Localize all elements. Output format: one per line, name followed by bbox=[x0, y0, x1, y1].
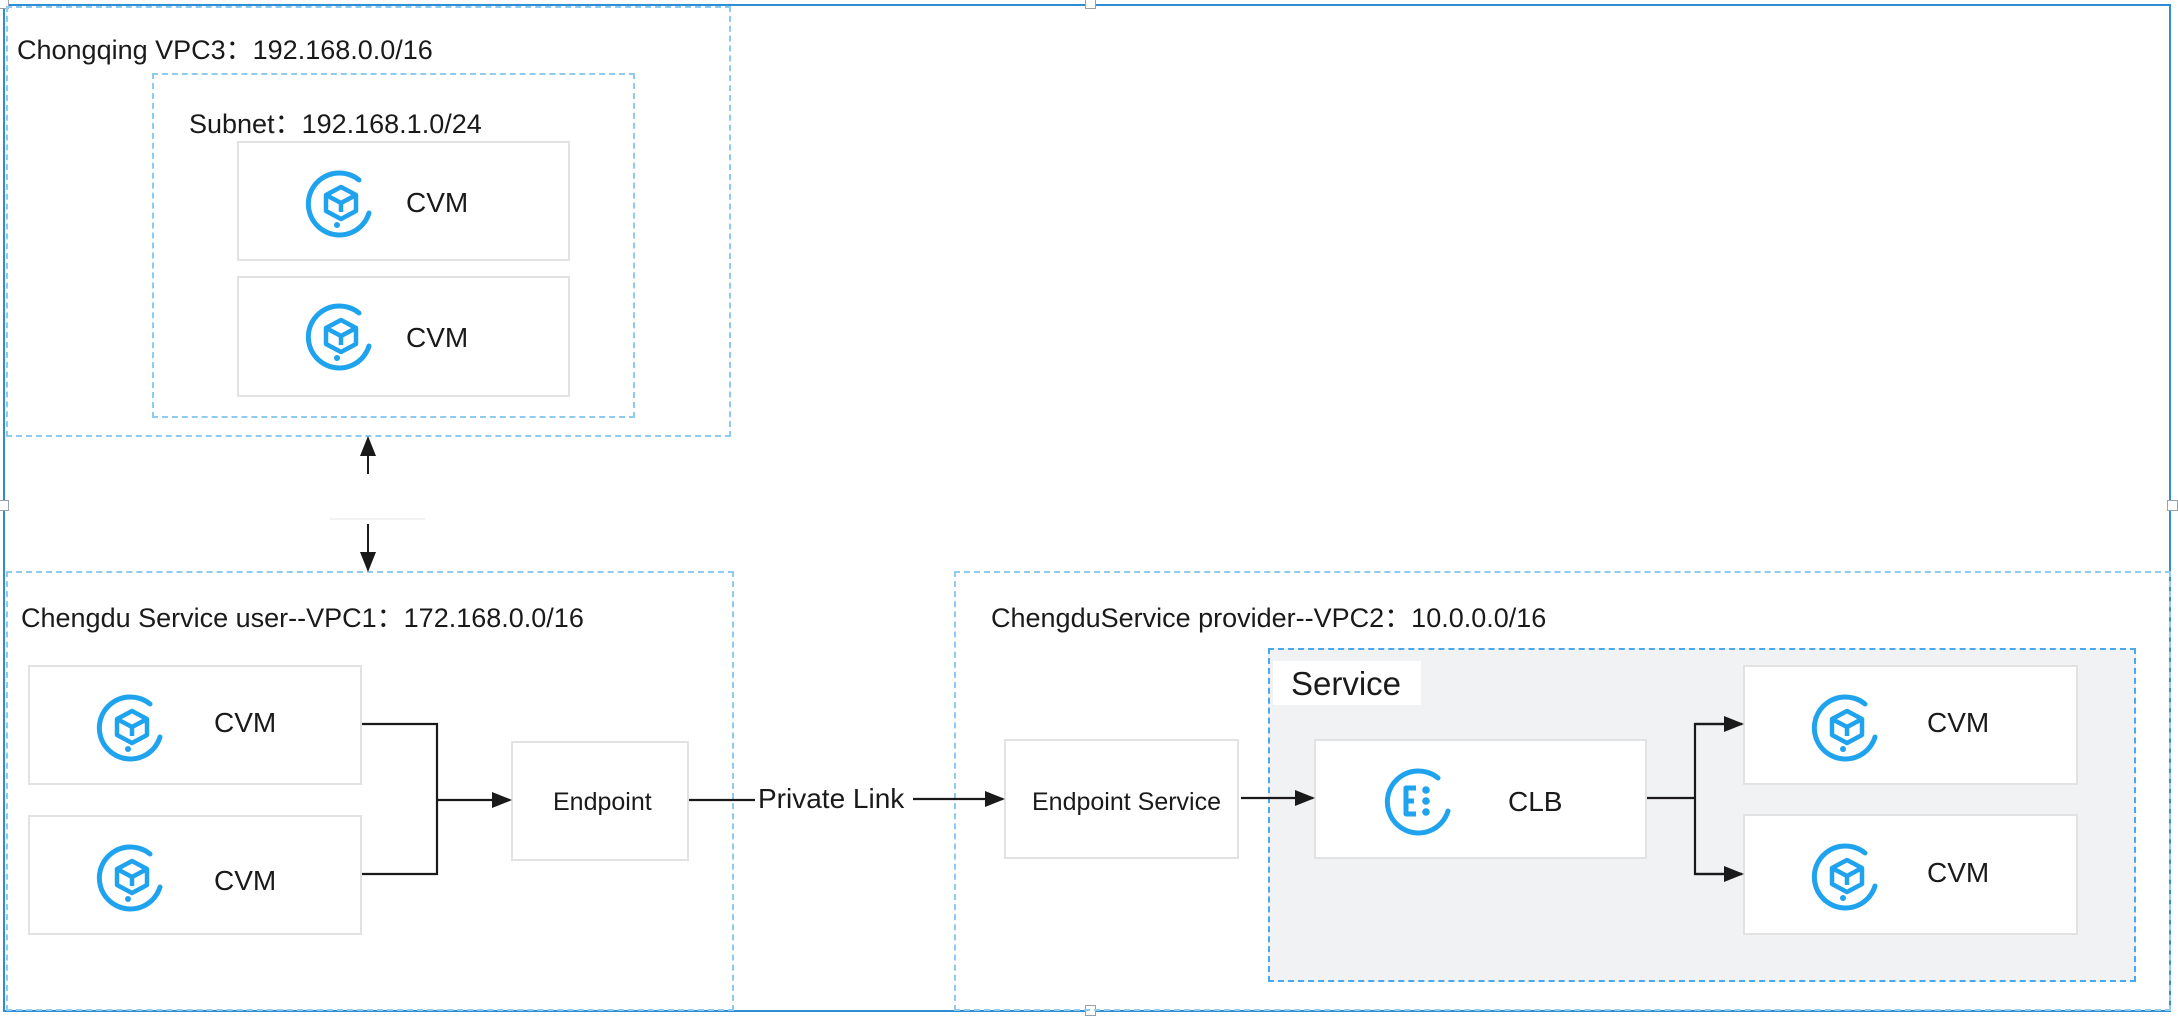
chengdu-provider-vpc-region bbox=[954, 571, 2171, 1011]
cvm-label: CVM bbox=[214, 707, 277, 738]
cvm-node-chongqing-1[interactable]: CVM bbox=[237, 141, 570, 261]
cvm-to-endpoint-connector bbox=[362, 722, 512, 876]
subnet-label: Subnet：192.168.1.0/24 bbox=[189, 109, 482, 139]
endpoint-service-label: Endpoint Service bbox=[1032, 788, 1222, 816]
cvm-node-chongqing-2[interactable]: CVM bbox=[237, 276, 570, 397]
endpoint-label: Endpoint bbox=[553, 788, 652, 816]
cvm-node-provider-2[interactable]: CVM bbox=[1743, 814, 2078, 935]
cvm-label: CVM bbox=[406, 187, 469, 218]
clb-label: CLB bbox=[1508, 786, 1563, 817]
service-title: Service bbox=[1273, 661, 1422, 705]
endpoint-service-node[interactable]: Endpoint Service bbox=[1004, 739, 1239, 859]
resize-handle-middle-left[interactable] bbox=[0, 500, 9, 511]
private-link-connector bbox=[689, 791, 1005, 807]
chengdu-user-vpc-label: Chengdu Service user--VPC1：172.168.0.0/1… bbox=[21, 603, 584, 633]
chengdu-user-vpc-region bbox=[6, 571, 734, 1011]
chongqing-vpc-label: Chongqing VPC3：192.168.0.0/16 bbox=[17, 35, 433, 65]
cvm-label: CVM bbox=[406, 322, 469, 353]
cvm-label: CVM bbox=[214, 865, 277, 896]
cvm-node-provider-1[interactable]: CVM bbox=[1743, 665, 2078, 785]
endpoint-node[interactable]: Endpoint bbox=[511, 741, 689, 861]
cvm-label: CVM bbox=[1927, 857, 1990, 888]
resize-handle-top-left[interactable] bbox=[0, 0, 9, 9]
private-link-label: Private Link bbox=[755, 783, 908, 815]
chengdu-provider-vpc-label: ChengduService provider--VPC2：10.0.0.0/1… bbox=[991, 603, 1547, 633]
cvm-node-user-1[interactable]: CVM bbox=[28, 665, 362, 785]
cvm-label: CVM bbox=[1927, 707, 1990, 738]
subnet-region bbox=[152, 73, 635, 418]
resize-handle-top-center[interactable] bbox=[1085, 0, 1096, 9]
clb-node[interactable]: CLB bbox=[1314, 739, 1647, 859]
clb-to-cvm-connector bbox=[1647, 716, 1744, 882]
cvm-node-user-2[interactable]: CVM bbox=[28, 815, 362, 935]
